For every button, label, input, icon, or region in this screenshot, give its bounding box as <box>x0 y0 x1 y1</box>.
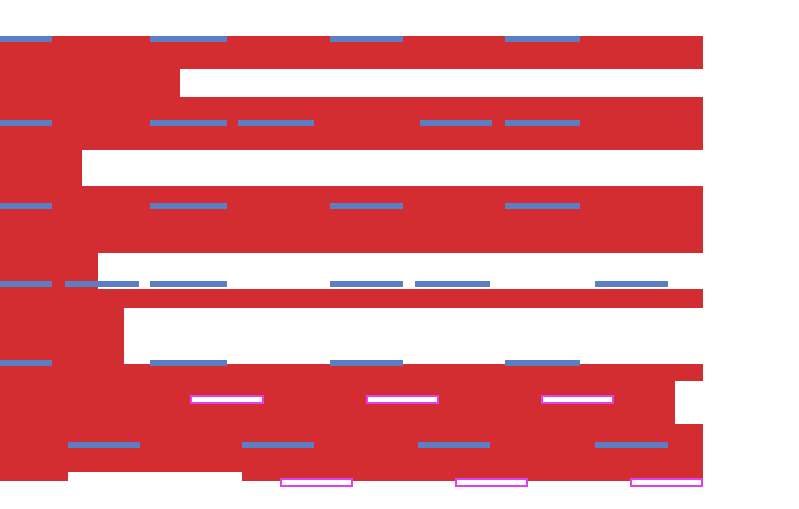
highlight-bar-row-2-6[interactable] <box>238 120 314 126</box>
block-row-2 <box>0 97 703 150</box>
highlight-bar-row-6-23[interactable] <box>68 442 140 448</box>
gap-5 <box>68 472 242 509</box>
gap-1 <box>180 69 703 97</box>
highlight-bar-row-2-7[interactable] <box>420 120 492 126</box>
highlight-bar-row-3-11[interactable] <box>330 203 403 209</box>
highlight-bar-row-1-2[interactable] <box>330 36 403 42</box>
highlight-bar-row-5-22[interactable] <box>505 360 580 366</box>
highlight-bar-row-2-4[interactable] <box>0 120 52 126</box>
block-row-4-left <box>0 308 124 364</box>
highlight-bar-row-6-25[interactable] <box>418 442 490 448</box>
gap-notch-right <box>675 381 703 424</box>
boxed-token-row-5-2[interactable] <box>541 395 614 404</box>
block-row-2-left <box>0 150 82 186</box>
highlight-bar-row-4-15[interactable] <box>150 281 227 287</box>
block-row-6 <box>0 424 703 472</box>
boxed-token-row-7-4[interactable] <box>455 478 528 487</box>
highlight-bar-row-4-16[interactable] <box>330 281 403 287</box>
block-row-1-left <box>0 69 180 97</box>
highlight-bar-row-4-13[interactable] <box>0 281 52 287</box>
highlight-bar-row-2-5[interactable] <box>150 120 227 126</box>
highlight-bar-row-2-8[interactable] <box>505 120 580 126</box>
gap-4 <box>124 308 703 364</box>
highlight-bar-row-5-21[interactable] <box>330 360 403 366</box>
highlight-bar-row-5-19[interactable] <box>0 360 52 366</box>
block-row-4 <box>0 289 703 308</box>
highlight-bar-row-5-20[interactable] <box>150 360 227 366</box>
block-row-5 <box>0 364 703 381</box>
highlight-bar-row-6-24[interactable] <box>242 442 314 448</box>
highlight-bar-row-4-14[interactable] <box>65 281 139 287</box>
boxed-token-row-5-0[interactable] <box>190 395 264 404</box>
block-row-3 <box>0 186 703 253</box>
highlight-bar-row-3-12[interactable] <box>505 203 580 209</box>
highlight-bar-row-3-9[interactable] <box>0 203 52 209</box>
boxed-token-row-7-5[interactable] <box>630 478 703 487</box>
highlight-bar-row-1-1[interactable] <box>150 36 227 42</box>
block-row-6-left <box>0 472 68 481</box>
highlight-bar-row-4-17[interactable] <box>415 281 490 287</box>
highlight-bar-row-3-10[interactable] <box>150 203 227 209</box>
highlight-bar-row-1-3[interactable] <box>505 36 580 42</box>
highlight-bar-row-4-18[interactable] <box>595 281 668 287</box>
boxed-token-row-5-1[interactable] <box>366 395 439 404</box>
boxed-token-row-7-3[interactable] <box>280 478 353 487</box>
gap-2 <box>82 150 703 186</box>
highlight-bar-row-6-26[interactable] <box>595 442 668 448</box>
block-row-6-right <box>242 472 703 481</box>
highlight-bar-row-1-0[interactable] <box>0 36 52 42</box>
